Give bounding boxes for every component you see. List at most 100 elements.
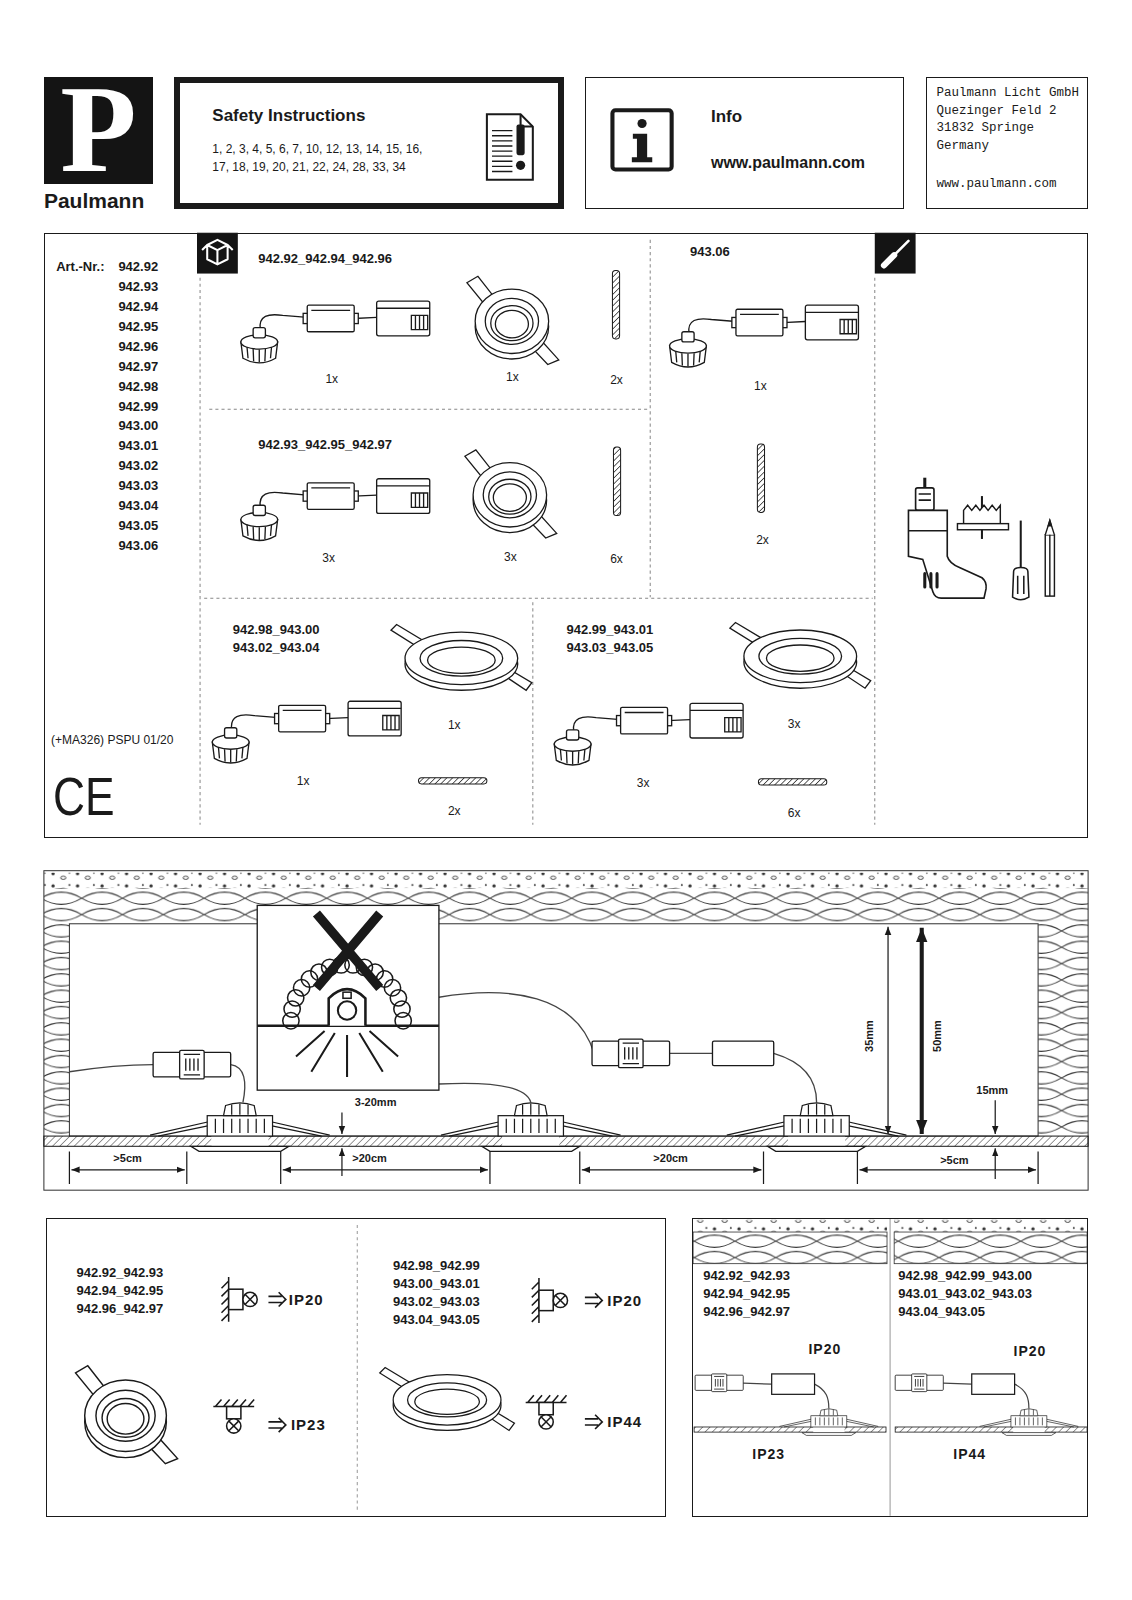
hole-saw <box>981 530 983 539</box>
quantity: 1x <box>448 718 461 733</box>
model-list: 942.98_942.99_943.00 943.01_943.02_943.0… <box>898 1267 1032 1321</box>
junction-box <box>592 1039 670 1068</box>
dimension-lines <box>71 1169 184 1170</box>
ce-mark: CE <box>53 769 115 823</box>
dimension-lines <box>69 1151 1038 1184</box>
tool-icon <box>884 255 894 265</box>
spring-clip <box>758 779 826 785</box>
quantity: 1x <box>754 379 767 394</box>
dimension-label: 35mm <box>862 1019 876 1053</box>
parts-cell: 942.93_942.95_942.973x3x6x <box>204 410 649 597</box>
dimension-lines <box>341 1113 342 1134</box>
dimension-label: 15mm <box>975 1083 1009 1097</box>
parts-cell: 942.92_942.94_942.961x1x2x <box>204 240 649 408</box>
ip-rating: IP20 <box>1014 1342 1047 1360</box>
insulation-warning <box>316 914 379 989</box>
article-numbers: 942.92 942.93 942.94 942.95 942.96 942.9… <box>118 257 158 556</box>
document-icon <box>492 131 512 172</box>
dimension-label: 3-20mm <box>354 1095 398 1109</box>
document-icon <box>487 114 533 179</box>
model-list: 942.98_942.99 943.00_943.01 943.02_943.0… <box>393 1257 480 1329</box>
ceiling-section <box>44 1136 1088 1146</box>
recessed-lamp <box>441 1103 621 1151</box>
dimension-lines <box>341 1148 342 1176</box>
info-icon <box>612 110 671 169</box>
insulation-warning <box>338 1001 356 1019</box>
dimension-lines <box>69 927 1038 1184</box>
dimension-lines <box>887 927 888 1134</box>
parts-panel: Art.-Nr.: 942.92 942.93 942.94 942.95 942… <box>44 233 1088 838</box>
illustration <box>44 110 1088 1516</box>
dimension-label: >20cm <box>652 1151 689 1165</box>
mini-section <box>693 1219 1087 1516</box>
mini-section <box>895 1427 1087 1432</box>
ip-rating: IP23 <box>291 1415 326 1434</box>
tool-icon <box>875 233 916 274</box>
recessed-lamp <box>779 1409 878 1436</box>
junction-box <box>695 1374 743 1392</box>
dimension-lines <box>995 1100 996 1134</box>
cell-heading: 942.93_942.95_942.97 <box>258 437 392 453</box>
ip-rating: IP44 <box>607 1412 642 1431</box>
hole-saw <box>957 524 1008 530</box>
quantity: 6x <box>610 552 623 567</box>
url: www.paulmann.com <box>937 176 1057 192</box>
quantity: 1x <box>506 370 519 385</box>
flat-frame <box>391 625 532 691</box>
spring-clip <box>757 444 764 512</box>
mini-section <box>693 1232 887 1264</box>
insulation-warning <box>343 992 351 998</box>
dimension-lines <box>859 1169 1036 1170</box>
dimension-label: >5cm <box>939 1153 969 1167</box>
cell-heading: 942.98_943.00 943.02_943.04 <box>233 621 320 657</box>
address-box: Paulmann Licht GmbH Quezinger Feld 2 318… <box>926 77 1088 210</box>
flat-frame <box>380 1368 515 1431</box>
dimension-label: 50mm <box>930 1019 944 1053</box>
cable <box>439 1083 531 1102</box>
tool-icon <box>875 233 916 274</box>
safety-box: Safety Instructions1, 2, 3, 4, 5, 6, 7, … <box>174 77 565 210</box>
quantity: 1x <box>297 774 310 789</box>
screwdriver <box>1013 521 1029 600</box>
mini-section <box>694 1427 886 1432</box>
model-list: 942.92_942.93 942.94_942.95 942.96_942.9… <box>77 1264 164 1318</box>
mini-section <box>894 1220 1087 1232</box>
screwdriver <box>1018 576 1024 594</box>
insulation-warning <box>390 990 406 1006</box>
address: Paulmann Licht GmbH Quezinger Feld 2 318… <box>937 85 1083 155</box>
drill <box>923 478 926 488</box>
cable <box>670 1053 713 1054</box>
ip-rating: IP23 <box>752 1445 785 1463</box>
cable <box>69 993 816 1103</box>
pencil <box>1048 521 1051 526</box>
quantity: 3x <box>322 551 335 566</box>
cable <box>774 1053 817 1102</box>
mini-section <box>890 1219 891 1516</box>
ip-rating: IP44 <box>953 1445 986 1463</box>
recessed-lamp <box>150 1103 330 1151</box>
ceiling-mount-symbol <box>213 1399 254 1433</box>
logo-letter: P <box>44 67 153 192</box>
insulation-warning <box>283 957 412 1029</box>
mini-section <box>693 1220 887 1232</box>
panel-divider <box>357 1225 358 1511</box>
document-icon <box>487 114 533 179</box>
ceiling-section <box>44 924 70 1136</box>
ip-rating: IP20 <box>808 1340 841 1358</box>
box-icon <box>197 233 238 274</box>
cell-heading: 942.99_943.01 943.03_943.05 <box>566 621 653 657</box>
brand-name: Paulmann <box>44 188 144 214</box>
wall-mount-symbol <box>222 1277 258 1322</box>
logo-box: PPaulmann <box>44 77 153 184</box>
parts-cell: 943.061x2x <box>650 240 875 597</box>
document-icon <box>516 161 525 170</box>
mini-section <box>894 1232 1087 1264</box>
article-label: Art.-Nr.: <box>56 259 104 275</box>
cell-heading: 943.06 <box>690 244 730 260</box>
insulation-warning <box>257 905 439 1090</box>
cell-dividers <box>200 240 875 825</box>
insulation-warning <box>329 989 366 1026</box>
drill <box>908 530 947 532</box>
box-icon <box>202 240 233 264</box>
